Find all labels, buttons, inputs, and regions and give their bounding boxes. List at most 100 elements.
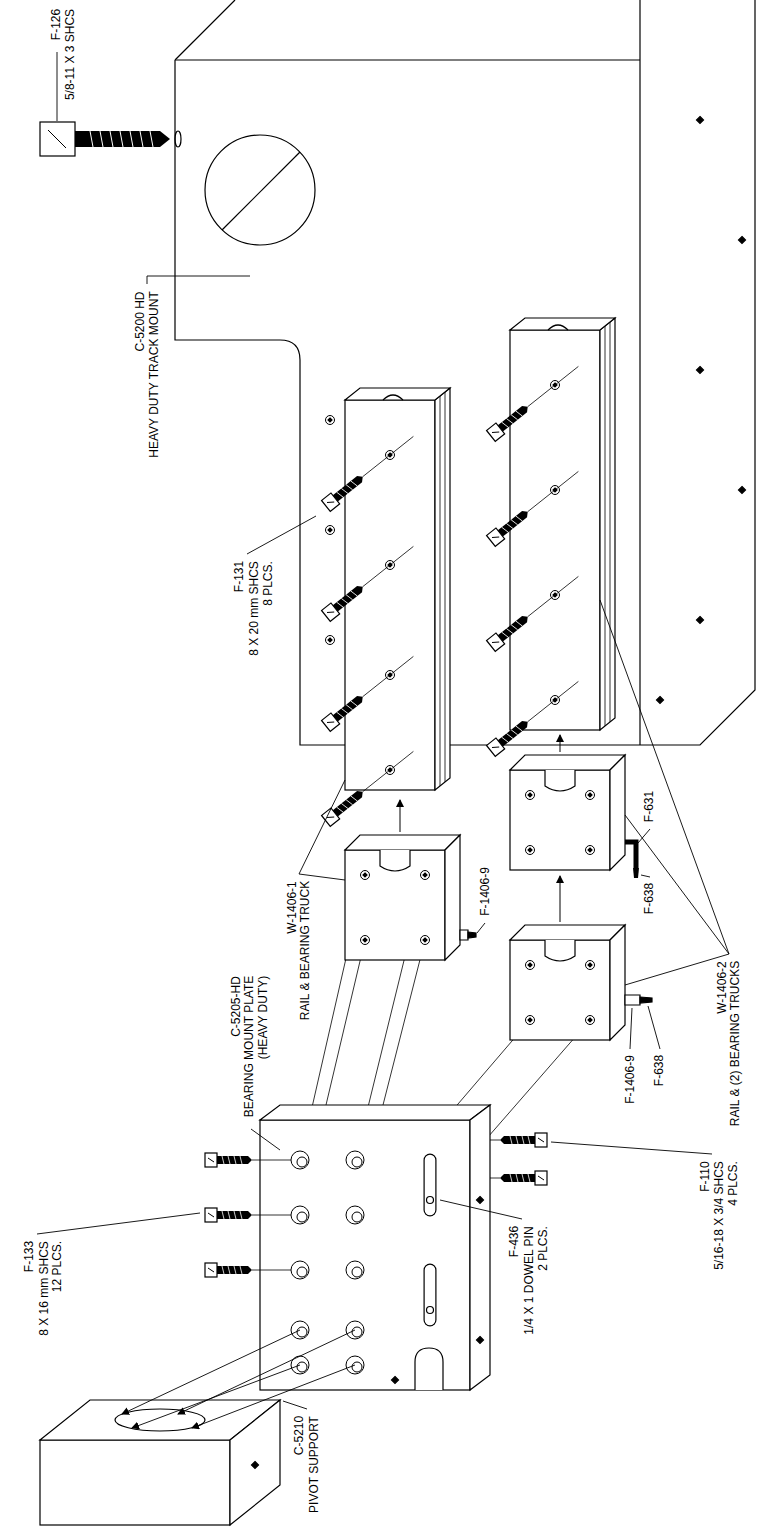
- leader-line: [648, 1006, 660, 1049]
- screws-f110: [500, 1133, 547, 1185]
- dowel-slot: [424, 1270, 437, 1320]
- truck-hole: [361, 936, 370, 945]
- part-label: F-1406-9: [478, 866, 491, 917]
- hole-mark: [739, 487, 746, 494]
- truck-hole: [586, 846, 595, 855]
- bolt-shank: [75, 131, 170, 147]
- truck-top: [510, 755, 625, 770]
- barb-fitting: [468, 932, 476, 938]
- truck-channel: [545, 770, 575, 791]
- pivot-bore: [205, 135, 315, 245]
- part-label: F-133: [23, 1240, 36, 1273]
- cap-screw: [487, 611, 532, 651]
- hole-mark: [477, 1337, 484, 1344]
- cap-screw: [487, 506, 532, 546]
- elbow-fitting: [625, 842, 636, 868]
- part-label: F-436: [508, 1225, 521, 1258]
- pivot-bore: [115, 1409, 205, 1431]
- leader-line: [638, 829, 650, 843]
- truck-hole: [586, 961, 595, 970]
- part-label: 1/4 X 1 DOWEL PIN: [522, 1225, 535, 1335]
- cap-screw: [322, 786, 367, 826]
- alignment-line: [363, 436, 414, 791]
- hole-mark: [739, 237, 746, 244]
- leader-line: [37, 1213, 200, 1234]
- hole-mark: [477, 1197, 484, 1204]
- counterbore: [291, 1261, 309, 1279]
- barb-fitting: [633, 868, 639, 878]
- plate-notch: [415, 1348, 443, 1390]
- truck-top: [345, 835, 460, 850]
- part-label: RAIL & BEARING TRUCK: [300, 880, 313, 1021]
- hole-mark: [697, 117, 704, 124]
- assembly-arrow: [192, 1365, 355, 1428]
- cap-screw: [500, 1133, 547, 1147]
- tapped-hole: [326, 526, 335, 535]
- mount-edge: [175, 59, 640, 60]
- truck-hole: [586, 1016, 595, 1025]
- cap-screw: [487, 401, 532, 441]
- leader-line: [57, 52, 58, 121]
- cap-screw: [322, 471, 367, 511]
- part-label: (HEAVY DUTY): [257, 975, 270, 1061]
- bolt-head: [40, 122, 75, 156]
- hole-mark: [657, 697, 664, 704]
- rail-groove: [605, 322, 610, 726]
- part-label: 4 PLCS.: [726, 1160, 739, 1207]
- hole-mark: [392, 1377, 399, 1384]
- leader-line: [247, 516, 316, 554]
- part-label: F-131: [233, 560, 246, 593]
- truck-w1406-2-b: [510, 925, 652, 1040]
- part-label: BEARING MOUNT PLATE: [244, 975, 257, 1119]
- leader-line: [477, 923, 485, 933]
- cap-screw: [205, 1153, 252, 1167]
- leader-line: [440, 1200, 522, 1219]
- part-label: W-1406-1: [285, 880, 298, 934]
- truck-side: [610, 755, 625, 870]
- truck-hole: [526, 1016, 535, 1025]
- screws-f133: [205, 1153, 252, 1277]
- cap-screw: [322, 691, 367, 731]
- cap-screw: [487, 716, 532, 756]
- part-label: 12 PLCS.: [52, 1240, 65, 1293]
- bore-line: [222, 152, 300, 230]
- dowel-pin: [427, 1307, 434, 1314]
- part-label: RAIL & (2) BEARING TRUCKS: [730, 960, 743, 1127]
- part-label: F-638: [643, 882, 656, 915]
- truck-face: [345, 850, 445, 960]
- screw-alignment-lines: [363, 366, 579, 791]
- part-label: F-126: [50, 8, 63, 41]
- part-label: 2 PLCS.: [536, 1225, 549, 1272]
- rail-side: [600, 318, 615, 730]
- dowel-slot: [425, 1160, 436, 1210]
- part-label: F-1406-9: [623, 1054, 636, 1105]
- part-label: C-5210: [293, 1415, 306, 1456]
- assembly-arrow: [400, 800, 401, 832]
- truck-face: [510, 770, 610, 870]
- leader-line: [641, 875, 650, 877]
- rail-w1406-2: [510, 318, 615, 730]
- plate-top: [260, 1105, 490, 1120]
- truck-hole: [526, 791, 535, 800]
- leader-line: [283, 1401, 307, 1409]
- part-label: C-5200 HD: [134, 290, 147, 352]
- tapped-hole: [326, 416, 335, 425]
- alignment-line: [252, 1160, 291, 1270]
- rail-side: [435, 388, 450, 790]
- truck-hole: [421, 871, 430, 880]
- truck-side: [445, 835, 460, 960]
- rail-notch: [548, 325, 568, 330]
- dowel-slot: [424, 1160, 437, 1210]
- truck-hole: [526, 846, 535, 855]
- mount-edge: [639, 0, 640, 745]
- counterbore: [346, 1206, 364, 1224]
- bolt-thread: [90, 131, 153, 147]
- bearing-mount-plate: [260, 1105, 490, 1390]
- rail-notch: [383, 395, 403, 400]
- assembly-arrow: [560, 876, 561, 922]
- mount-outline: [175, 0, 755, 745]
- part-label: PIVOT SUPPORT: [307, 1415, 320, 1514]
- cap-screw: [322, 581, 367, 621]
